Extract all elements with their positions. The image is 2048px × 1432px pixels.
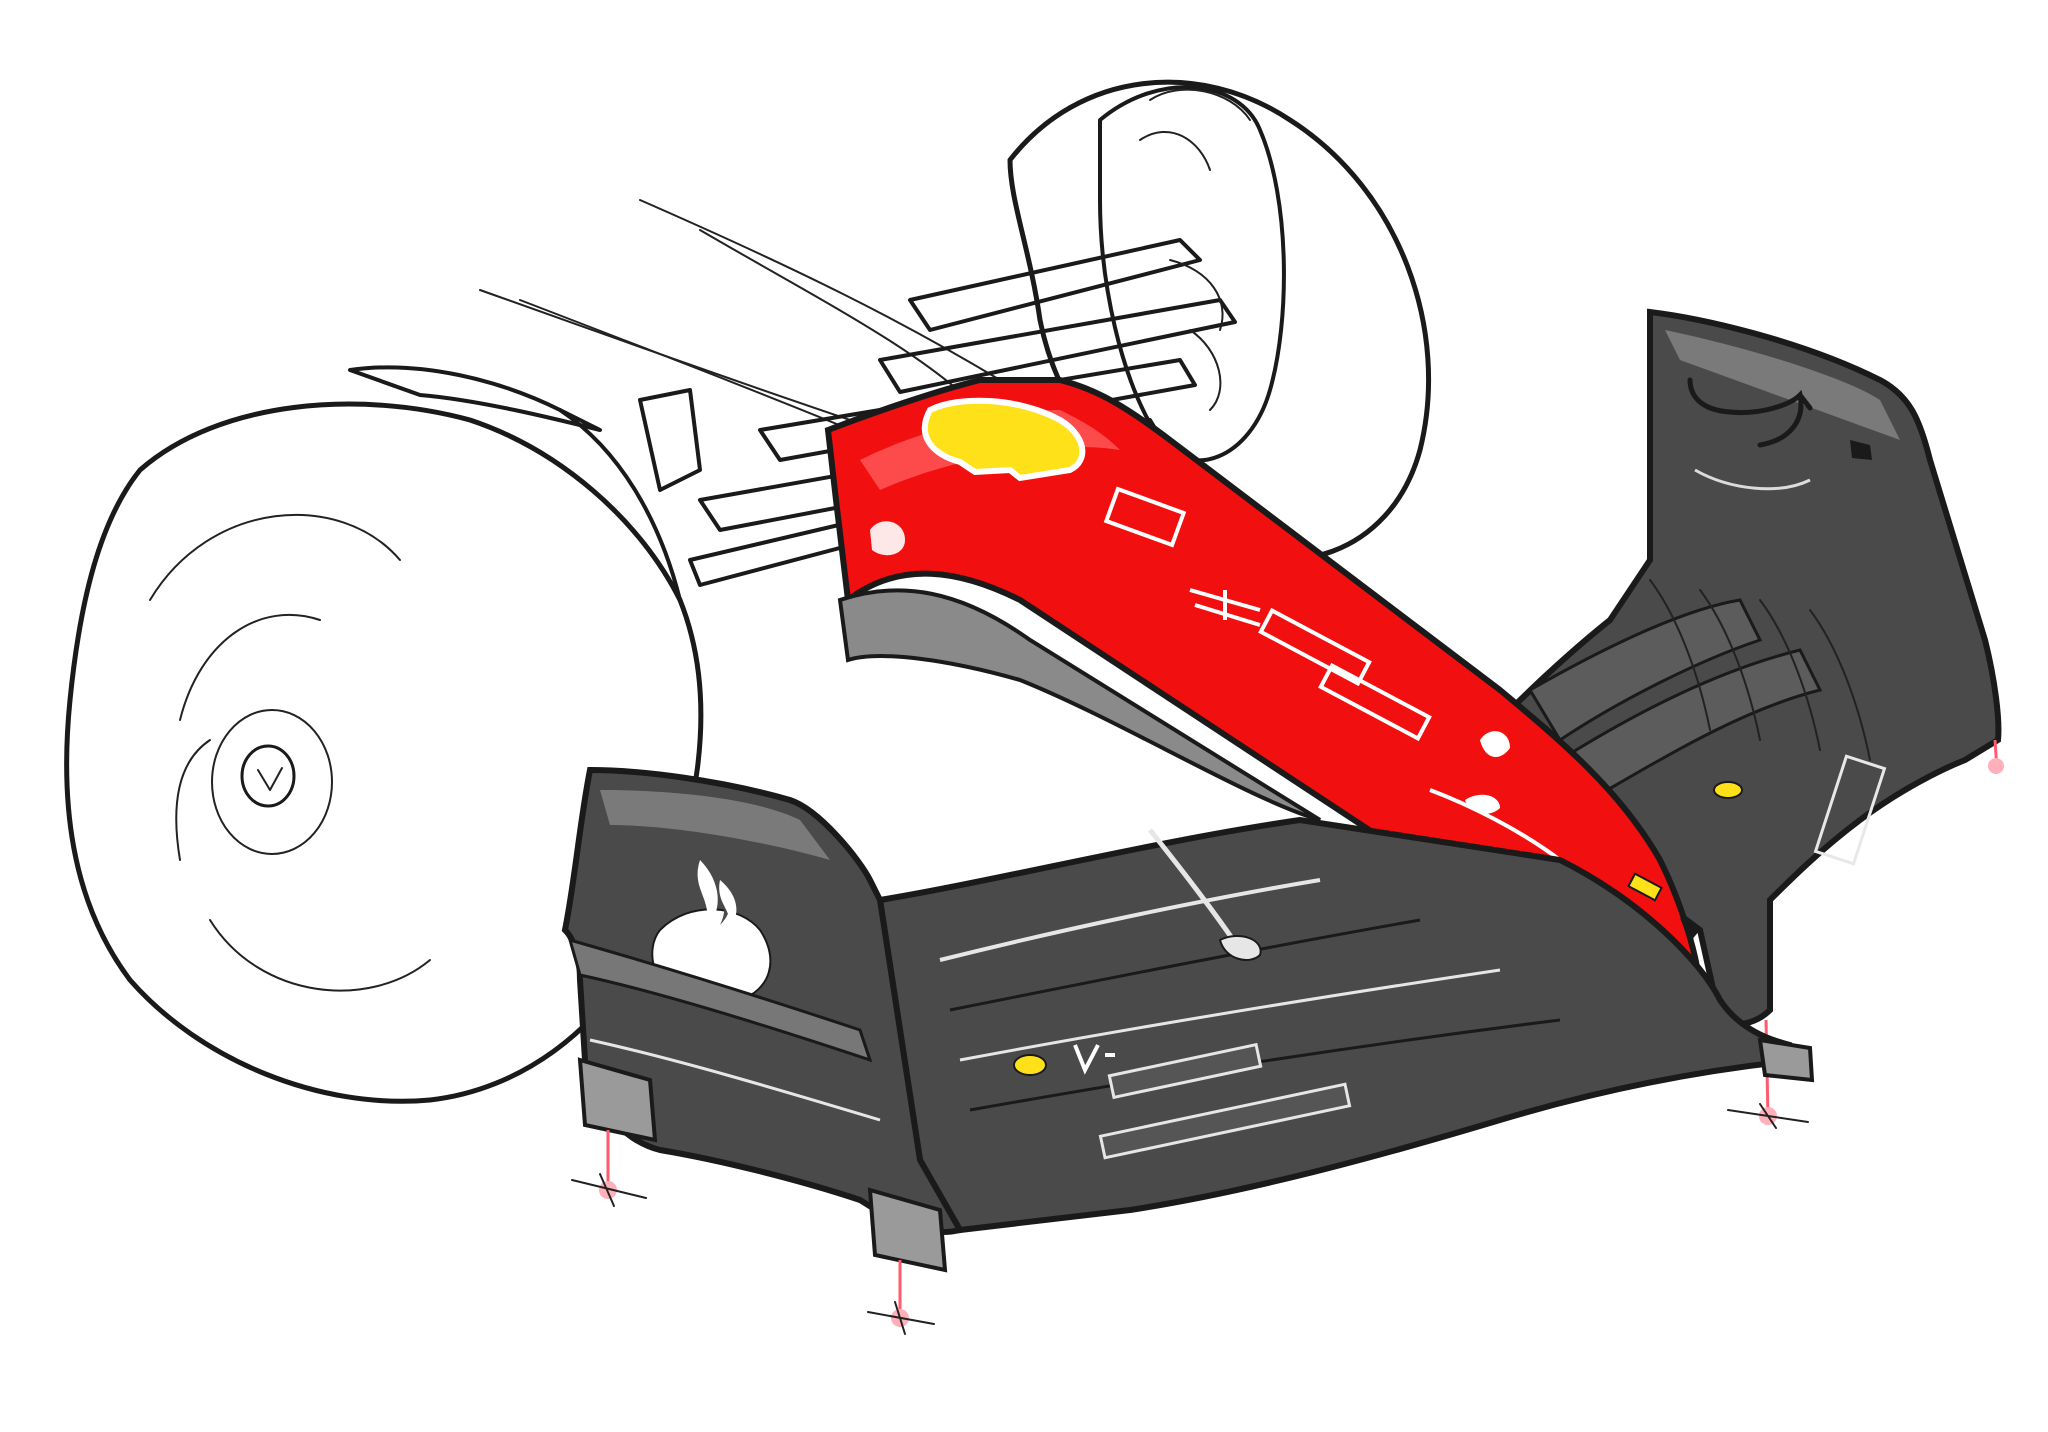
right-skid-block [1757,1037,1815,1083]
right-wheel [1007,79,1432,562]
left-skid-block [577,1057,658,1143]
left-wing-section [561,766,1815,1335]
left-wing-yellow-mark [1013,1054,1047,1076]
left-wheel [64,365,704,1104]
nose-sponsor-mark [921,397,1086,482]
left-main-plane [876,816,1806,1234]
front-skid-block [867,1187,948,1273]
wing-sponsor-mark [1687,377,1813,448]
wing-yellow-mark [1713,781,1743,799]
mount-point-right-top [1988,758,2004,774]
